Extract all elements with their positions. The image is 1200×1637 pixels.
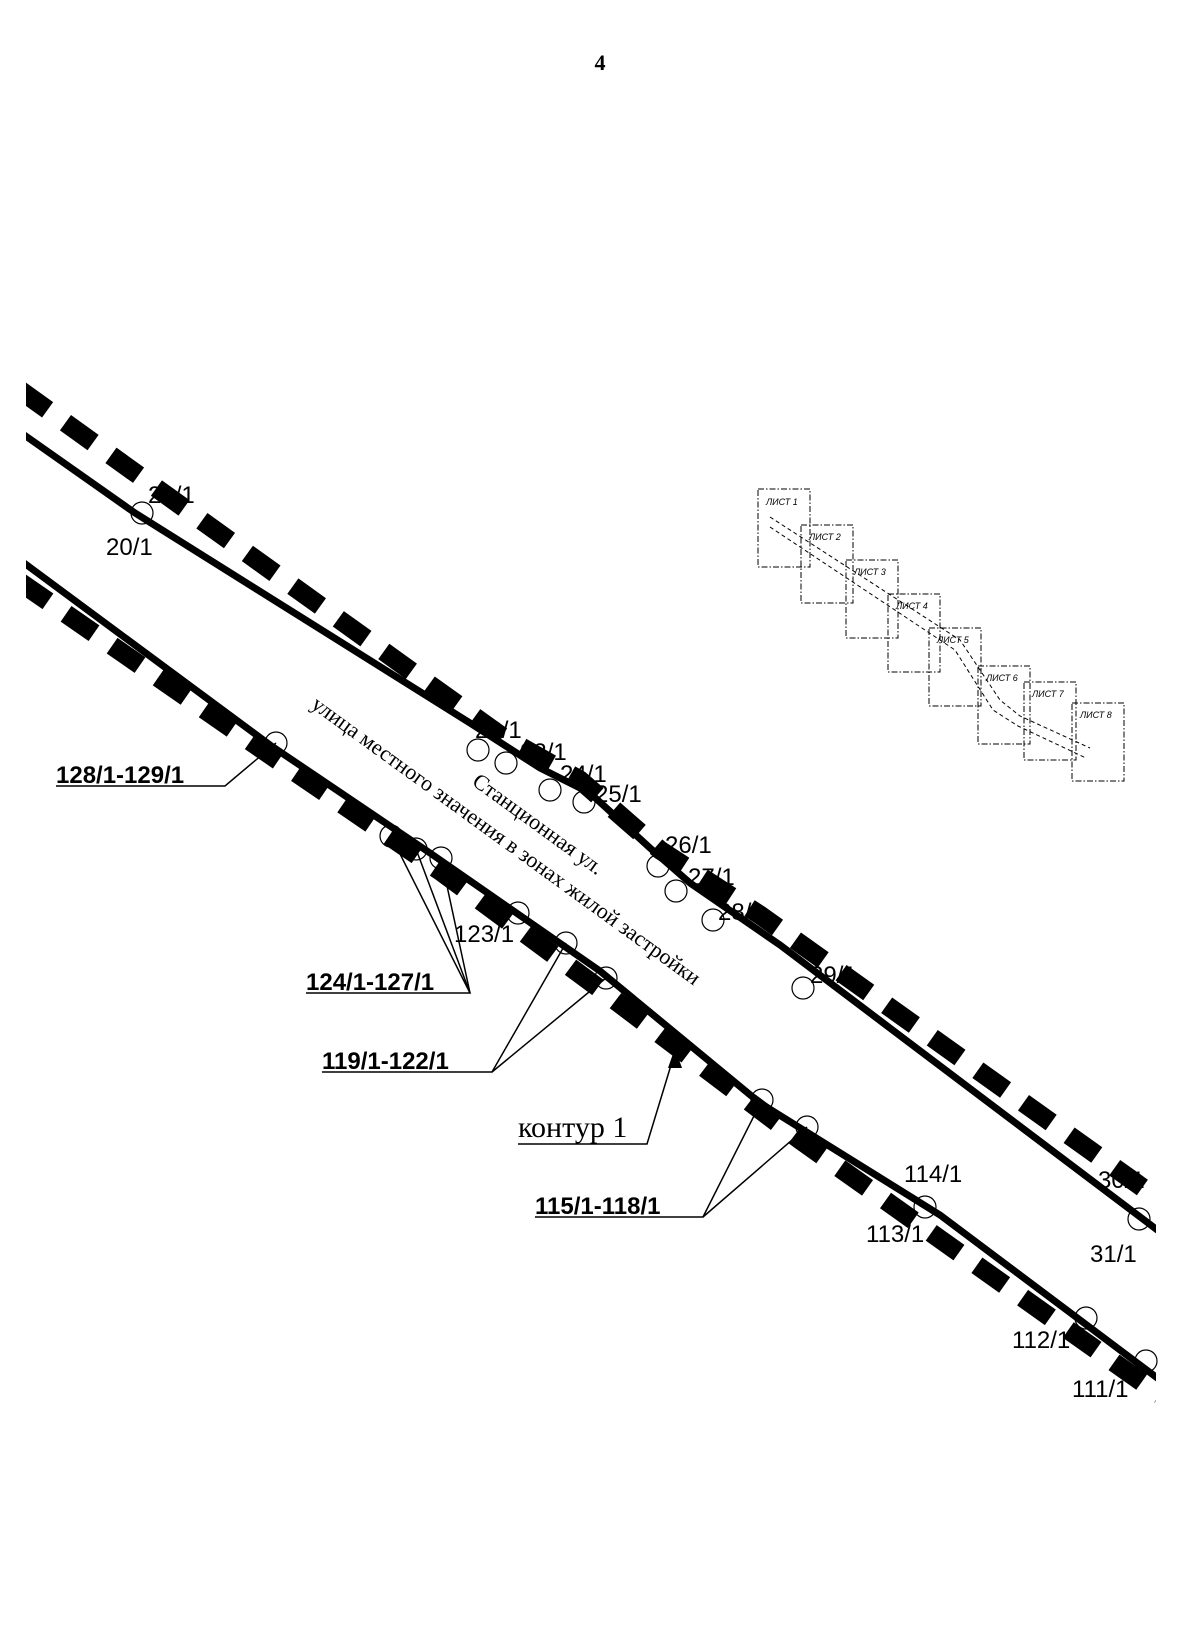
point-marker <box>1074 1306 1098 1330</box>
sheet-frame <box>1023 681 1077 761</box>
point-label: 26/1 <box>665 832 712 859</box>
sheet-frame <box>757 488 811 568</box>
sheet-key-map <box>757 488 1125 782</box>
point-marker <box>1127 1207 1151 1231</box>
point-marker <box>594 966 618 990</box>
callout-leaders <box>56 742 808 1218</box>
upper-dashed-boundary <box>26 382 1156 1208</box>
sheet-frame <box>928 627 982 707</box>
page-number: 4 <box>594 50 606 75</box>
point-label: 24/1 <box>560 761 607 788</box>
contour-arrowhead <box>668 1048 682 1068</box>
point-marker <box>264 731 288 755</box>
callout-label: 128/1-129/1 <box>56 762 184 789</box>
callout-label: 115/1-118/1 <box>535 1193 660 1220</box>
point-label: 111/1 <box>1072 1376 1129 1403</box>
point-label: 123/1 <box>454 921 514 948</box>
point-marker <box>701 908 725 932</box>
point-label: 27/1 <box>688 864 735 891</box>
sheet-frame <box>1071 702 1125 782</box>
point-marker <box>795 1115 819 1139</box>
point-marker <box>913 1195 937 1219</box>
point-label: 25/1 <box>595 781 642 808</box>
point-marker <box>494 751 518 775</box>
point-marker <box>554 931 578 955</box>
point-marker <box>506 901 530 925</box>
sheet-label: ЛИСТ 4 <box>895 601 928 611</box>
point-label: 30/1 <box>1098 1167 1145 1194</box>
point-label: 113/1 <box>866 1221 924 1248</box>
point-marker <box>466 738 490 762</box>
point-label: 31/1 <box>1090 1241 1137 1268</box>
sheet-label: ЛИСТ 1 <box>765 497 798 507</box>
point-label: 112/1 <box>1012 1327 1070 1354</box>
key-map-route <box>769 516 1091 759</box>
sheet-label: ЛИСТ 5 <box>936 635 970 645</box>
contour-label: контур 1 <box>518 1111 627 1144</box>
sheet-label: ЛИСТ 3 <box>853 567 886 577</box>
sheet-frame <box>800 524 854 604</box>
leader-contour <box>518 1051 676 1145</box>
upper-point-labels: 20/1 21/1 22/1 23/1 24/1 25/1 26/1 27/1 … <box>106 482 1145 1268</box>
leader-119-122-b <box>491 977 607 1073</box>
point-label: 20/1 <box>106 534 153 561</box>
key-map-labels: ЛИСТ 1 ЛИСТ 2 ЛИСТ 3 ЛИСТ 4 ЛИСТ 5 ЛИСТ … <box>765 497 1112 720</box>
point-label: 29/1 <box>810 962 857 989</box>
callout-label: 124/1-127/1 <box>306 969 434 996</box>
callout-label: 119/1-122/1 <box>322 1048 449 1075</box>
sheet-frame <box>887 593 941 673</box>
lower-point-labels: 111/1 112/1 113/1 114/1 123/1 <box>454 921 1129 1403</box>
callout-labels: 128/1-129/1 124/1-127/1 119/1-122/1 115/… <box>56 762 660 1220</box>
sheet-label: ЛИСТ 2 <box>808 532 841 542</box>
sheet-frame <box>977 665 1031 745</box>
point-marker <box>572 790 596 814</box>
sheet-label: ЛИСТ 7 <box>1031 689 1065 699</box>
sheet-label: ЛИСТ 6 <box>985 673 1018 683</box>
sheet-frame <box>845 559 899 639</box>
point-marker <box>130 501 154 525</box>
point-marker <box>664 879 688 903</box>
point-label: 23/1 <box>520 739 567 766</box>
leader-124-127-c <box>440 857 471 994</box>
point-marker <box>429 846 453 870</box>
point-label: 21/1 <box>148 482 195 509</box>
point-marker <box>646 854 670 878</box>
point-label: 114/1 <box>904 1161 962 1188</box>
point-markers <box>130 501 1158 1373</box>
lower-dashed-boundary <box>26 574 1156 1403</box>
point-marker <box>750 1088 774 1112</box>
point-label: 28/1 <box>718 899 765 926</box>
sheet-label: ЛИСТ 8 <box>1079 710 1112 720</box>
point-label: 22/1 <box>475 717 522 744</box>
point-marker <box>404 837 428 861</box>
point-marker <box>1134 1349 1158 1373</box>
point-marker <box>379 824 403 848</box>
leader-128-129 <box>56 742 277 787</box>
leader-124-127-b <box>415 848 471 994</box>
point-marker <box>538 778 562 802</box>
leader-115-118-b <box>702 1126 808 1218</box>
point-marker <box>791 976 815 1000</box>
